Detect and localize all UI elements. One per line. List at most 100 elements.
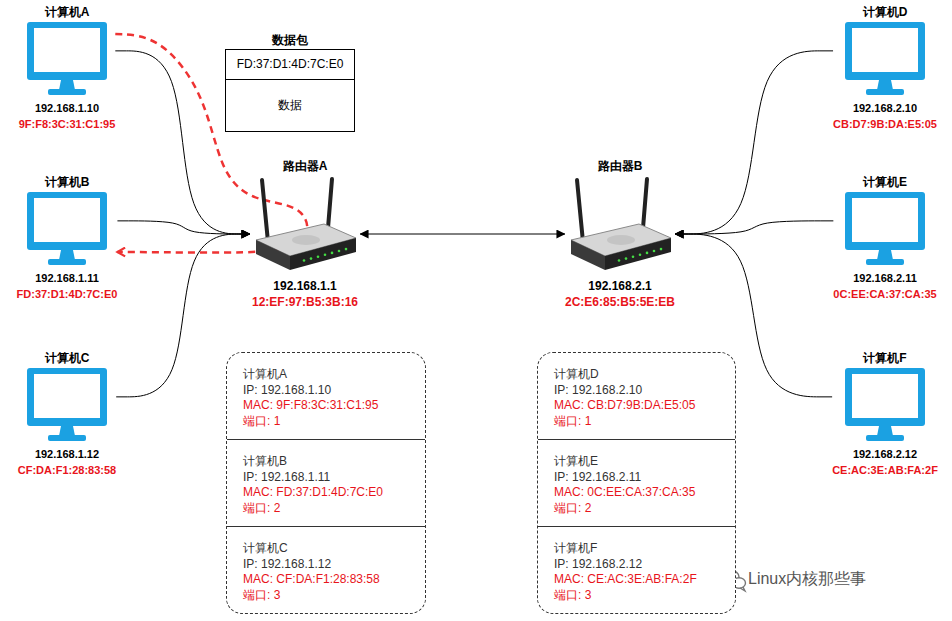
antenna [262, 180, 268, 242]
ip-address: 192.168.2.11 [853, 270, 917, 286]
router-image [571, 179, 671, 270]
monitor-screen [34, 28, 100, 72]
mac-address: FD:37:D1:4D:7C:E0 [17, 286, 118, 302]
row-port: 端口: 2 [243, 501, 409, 517]
router-side [256, 240, 290, 270]
mac-address: 12:EF:97:B5:3B:16 [252, 294, 358, 310]
router-side [571, 240, 605, 270]
monitor-base [48, 435, 86, 441]
computer-icon [27, 192, 107, 266]
packet-title: 数据包 [225, 32, 355, 49]
status-led [303, 259, 306, 262]
mac-address: 9F:F8:3C:31:C1:95 [19, 116, 116, 132]
row-port: 端口: 1 [243, 414, 409, 430]
status-led [310, 257, 313, 260]
monitor-neck [59, 80, 75, 90]
row-name: 计算机A [243, 367, 409, 383]
ip-address: 192.168.2.1 [588, 278, 651, 294]
monitor-neck [59, 250, 75, 260]
status-led [331, 252, 334, 255]
computer-name: 计算机F [863, 350, 906, 366]
monitor-base [866, 435, 904, 441]
computer-node: 计算机B192.168.1.11FD:37:D1:4D:7C:E0 [17, 174, 118, 302]
computer-node: 计算机D 192.168.2.10CB:D7:9B:DA:E5:05 [833, 4, 937, 132]
row-ip: IP: 192.168.2.10 [554, 383, 719, 399]
packet-box: 数据包FD:37:D1:4D:7C:E0数据 [225, 32, 355, 132]
monitor-base [48, 259, 86, 265]
row-name: 计算机B [243, 454, 409, 470]
router-node: 路由器A192.168.1.112:EF:97:B5:3B:16 [250, 158, 360, 310]
mac-address: CB:D7:9B:DA:E5:05 [833, 116, 937, 132]
mac-table: 计算机AIP: 192.168.1.10MAC: 9F:F8:3C:31:C1:… [226, 352, 426, 614]
monitor-screen [852, 374, 918, 418]
status-led [317, 255, 320, 258]
row-mac: MAC: CE:AC:3E:AB:FA:2F [554, 572, 719, 588]
monitor-frame [27, 22, 107, 80]
packet-mac-field: FD:37:D1:4D:7C:E0 [225, 49, 355, 80]
antenna [577, 180, 583, 242]
monitor-frame [845, 192, 925, 250]
network-link [117, 221, 250, 234]
router-node: 路由器B192.168.2.12C:E6:85:B5:5E:EB [565, 158, 675, 310]
computer-name: 计算机D [863, 4, 908, 20]
mac-address: CF:DA:F1:28:83:58 [18, 462, 116, 478]
computer-icon [845, 22, 925, 96]
monitor-base [866, 259, 904, 265]
monitor-neck [877, 426, 893, 436]
computer-name: 计算机A [45, 4, 90, 20]
row-name: 计算机E [554, 454, 719, 470]
antenna [328, 179, 332, 228]
mac-address: CE:AC:3E:AB:FA:2F [832, 462, 938, 478]
computer-name: 计算机C [45, 350, 90, 366]
bubble-tail [740, 587, 745, 591]
ip-address: 192.168.2.10 [853, 100, 917, 116]
computer-node: 计算机E 192.168.2.110C:EE:CA:37:CA:35 [833, 174, 936, 302]
status-led [660, 248, 663, 251]
computer-name: 计算机B [45, 174, 90, 190]
packet-data-field: 数据 [225, 80, 355, 132]
row-port: 端口: 3 [243, 588, 409, 604]
monitor-frame [845, 22, 925, 80]
row-ip: IP: 192.168.1.10 [243, 383, 409, 399]
monitor-screen [34, 198, 100, 242]
monitor-neck [877, 80, 893, 90]
row-port: 端口: 3 [554, 588, 719, 604]
monitor-frame [27, 192, 107, 250]
row-ip: IP: 192.168.2.11 [554, 470, 719, 486]
table-row: 计算机DIP: 192.168.2.10MAC: CB:D7:9B:DA:E5:… [538, 353, 735, 439]
router-logo [292, 235, 320, 245]
computer-icon [845, 192, 925, 266]
monitor-neck [59, 426, 75, 436]
computer-icon [27, 368, 107, 442]
antenna [643, 179, 647, 228]
status-led [618, 259, 621, 262]
row-port: 端口: 1 [554, 414, 719, 430]
monitor-frame [845, 368, 925, 426]
status-led [625, 257, 628, 260]
row-mac: MAC: 0C:EE:CA:37:CA:35 [554, 485, 719, 501]
computer-node: 计算机A192.168.1.109F:F8:3C:31:C1:95 [19, 4, 116, 132]
router-name: 路由器B [598, 158, 643, 174]
table-row: 计算机FIP: 192.168.2.12MAC: CE:AC:3E:AB:FA:… [538, 526, 735, 613]
computer-icon [27, 22, 107, 96]
network-link [360, 234, 565, 235]
row-ip: IP: 192.168.1.12 [243, 557, 409, 573]
monitor-frame [27, 368, 107, 426]
monitor-base [866, 89, 904, 95]
status-led [345, 248, 348, 251]
status-led [324, 254, 327, 257]
mac-address: 0C:EE:CA:37:CA:35 [833, 286, 936, 302]
status-led [646, 252, 649, 255]
router-name: 路由器A [283, 158, 328, 174]
monitor-neck [877, 250, 893, 260]
row-ip: IP: 192.168.2.12 [554, 557, 719, 573]
router-icon [250, 176, 360, 276]
computer-name: 计算机E [863, 174, 907, 190]
row-mac: MAC: 9F:F8:3C:31:C1:95 [243, 398, 409, 414]
computer-node: 计算机F192.168.2.12CE:AC:3E:AB:FA:2F [832, 350, 938, 478]
row-mac: MAC: FD:37:D1:4D:7C:E0 [243, 485, 409, 501]
status-led [632, 255, 635, 258]
